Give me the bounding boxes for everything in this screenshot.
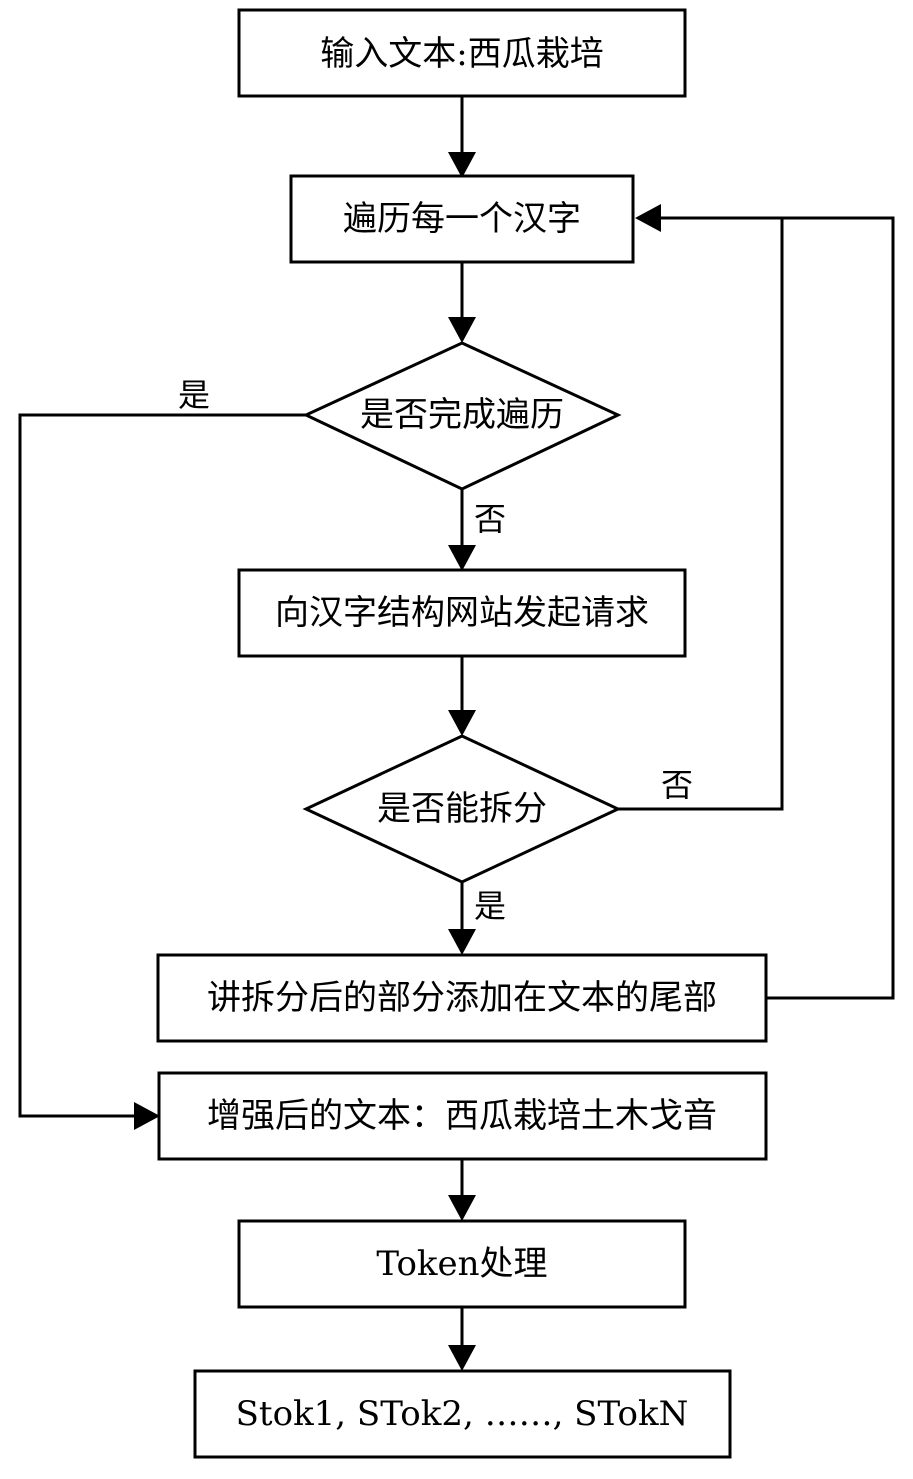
node-iterate-chars-label: 遍历每一个汉字	[343, 199, 581, 239]
arrowhead-token	[448, 1195, 476, 1221]
edge-decision-yes-to-augmented	[18, 413, 306, 1118]
arrowhead-decision	[448, 317, 476, 343]
arrowhead-iterate-return	[635, 204, 661, 232]
node-traversal-done-label: 是否完成遍历	[360, 395, 564, 435]
edge-label-traversal-yes: 是	[178, 376, 210, 414]
edge-append-to-iterate	[657, 216, 895, 1000]
node-append-parts: 讲拆分后的部分添加在文本的尾部	[156, 953, 768, 1043]
node-augmented-text: 增强后的文本：西瓜栽培土木戈音	[157, 1071, 768, 1161]
node-request-site-label: 向汉字结构网站发起请求	[275, 593, 649, 633]
node-token-process: Token处理	[237, 1219, 687, 1309]
node-request-site: 向汉字结构网站发起请求	[237, 568, 687, 658]
arrowhead-split	[448, 710, 476, 736]
arrowhead-append	[448, 929, 476, 955]
node-can-split-label: 是否能拆分	[377, 789, 547, 829]
node-token-process-label: Token处理	[376, 1244, 547, 1284]
node-can-split: 是否能拆分	[302, 734, 622, 884]
edge-split-no-to-iterate	[618, 218, 784, 811]
node-iterate-chars: 遍历每一个汉字	[289, 174, 635, 264]
node-augmented-text-label: 增强后的文本：西瓜栽培土木戈音	[207, 1096, 717, 1136]
arrowhead-iterate	[448, 152, 476, 178]
node-input-text: 输入文本:西瓜栽培	[237, 8, 687, 98]
edges	[18, 96, 895, 1371]
node-traversal-done: 是否完成遍历	[302, 341, 622, 491]
edge-label-split-no: 否	[661, 766, 693, 804]
edge-label-split-yes: 是	[474, 887, 506, 925]
node-tokens-output-label: Stok1, STok2, ……, STokN	[236, 1394, 689, 1434]
node-input-text-label: 输入文本:西瓜栽培	[320, 34, 603, 74]
arrowhead-request	[448, 545, 476, 571]
arrowhead-output	[448, 1345, 476, 1371]
arrowhead-augmented	[134, 1102, 160, 1130]
node-append-parts-label: 讲拆分后的部分添加在文本的尾部	[207, 978, 717, 1018]
edge-label-traversal-no: 否	[474, 500, 506, 538]
node-tokens-output: Stok1, STok2, ……, STokN	[193, 1369, 732, 1459]
